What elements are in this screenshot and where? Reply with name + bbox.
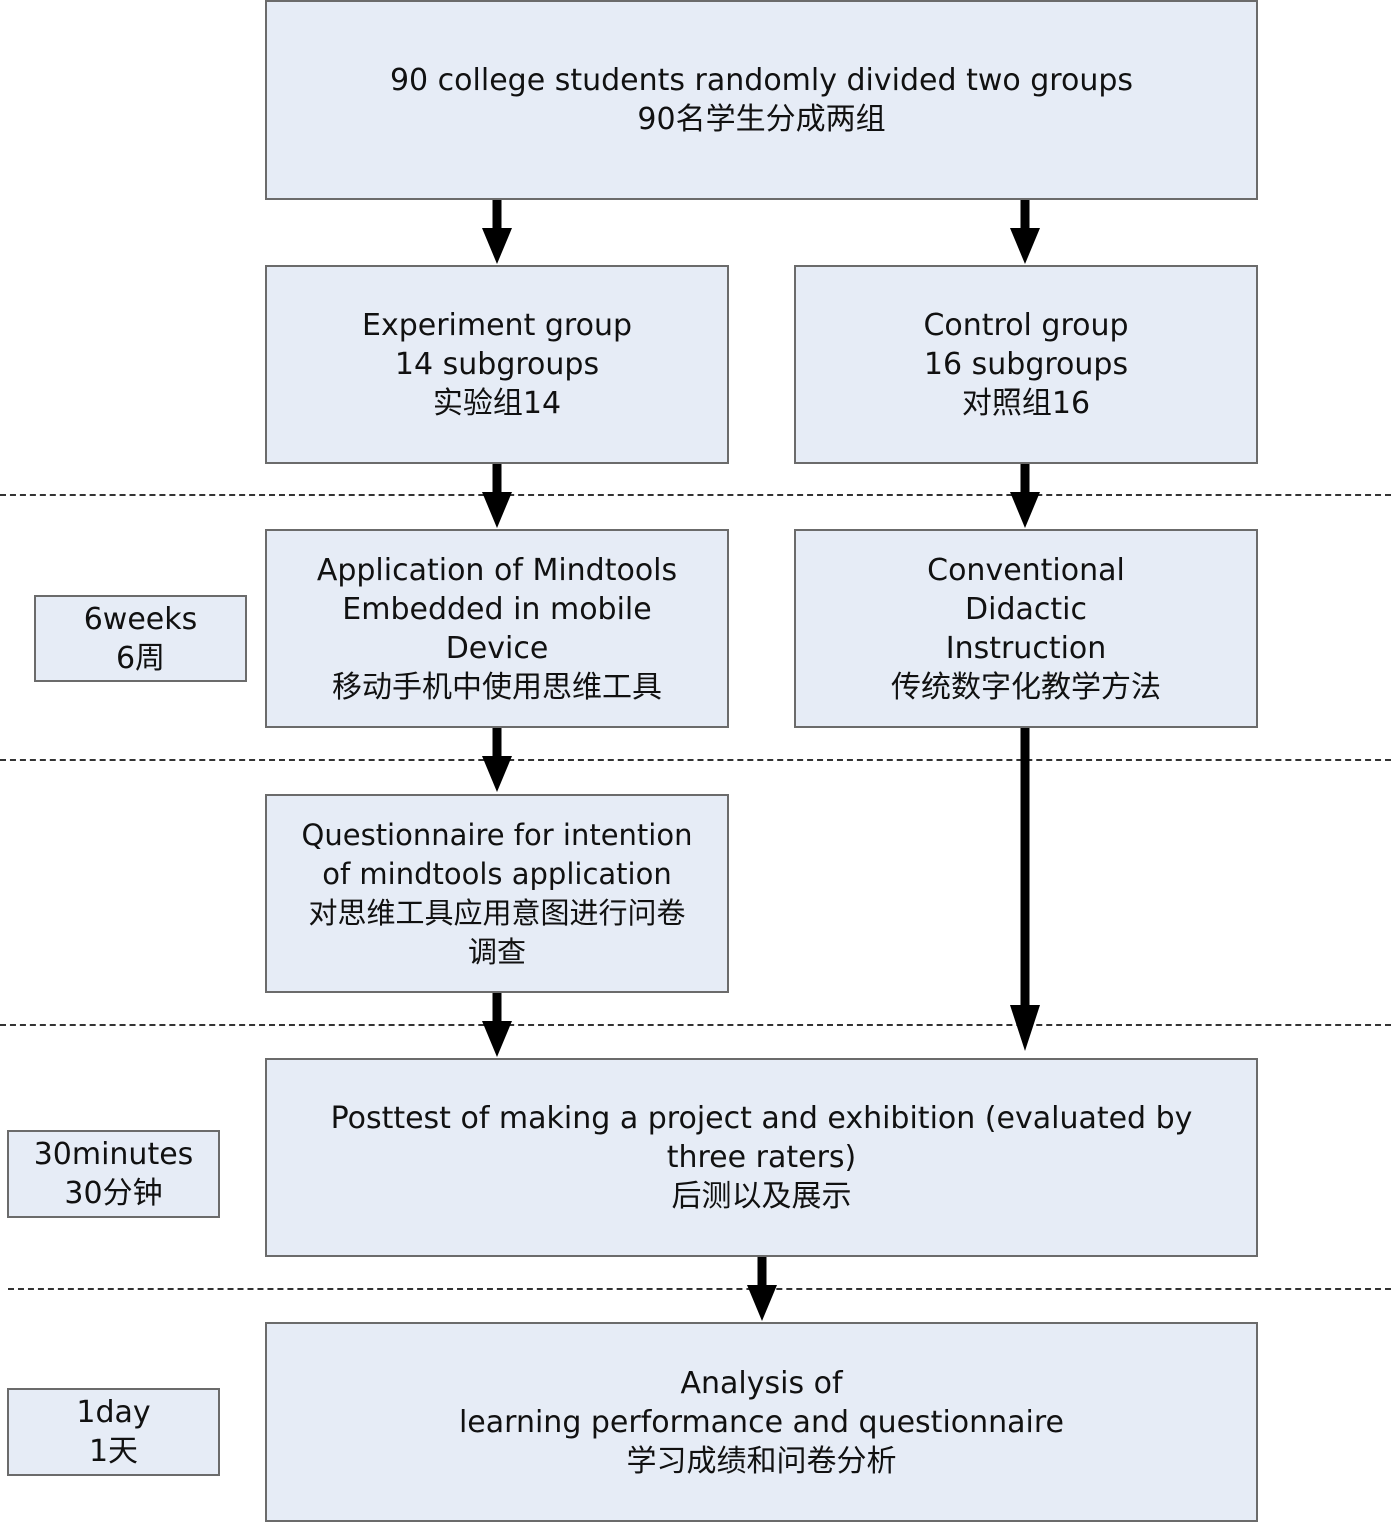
text: Device [445,630,549,666]
box-questionnaire: Questionnaire for intention of mindtools … [265,794,729,993]
text: Analysis of [680,1365,843,1401]
text: Posttest of making a project and exhibit… [330,1101,1193,1136]
text: Didactic [965,591,1087,627]
text: 对思维工具应用意图进行问卷 [308,895,686,930]
text: 90 college students randomly divided two… [389,63,1134,98]
text: 传统数字化教学方法 [891,669,1161,705]
text: 对照组16 [961,386,1091,421]
box-control: Control group 16 subgroups 对照组16 [794,265,1258,464]
phase-divider [0,759,1391,761]
text: 1天 [88,1434,139,1469]
text: 实验组14 [432,386,562,421]
text: 6weeks [83,601,198,637]
text: Questionnaire for intention [301,817,693,852]
text: Control group [923,308,1129,343]
box-experiment: Experiment group 14 subgroups 实验组14 [265,265,729,464]
text: Instruction [945,630,1107,666]
text: 14 subgroups [394,347,600,382]
box-posttest: Posttest of making a project and exhibit… [265,1058,1258,1257]
text: Embedded in mobile [342,591,652,627]
phase-divider [0,494,1391,496]
text: 调查 [467,934,526,969]
text: 1day [76,1395,151,1430]
box-top: 90 college students randomly divided two… [265,0,1258,200]
text: Experiment group [362,308,632,343]
text: Application of Mindtools [316,552,678,588]
text: 学习成绩和问卷分析 [626,1443,897,1479]
text: 30minutes [33,1137,194,1172]
phase-divider [8,1288,1391,1290]
text: 后测以及展示 [671,1179,852,1214]
text: 90名学生分成两组 [637,102,886,137]
duration-1day: 1day 1天 [7,1388,220,1476]
text: 移动手机中使用思维工具 [332,669,662,705]
text: learning performance and questionnaire [458,1404,1065,1440]
text: of mindtools application [322,856,672,891]
text: three raters) [666,1140,857,1175]
text: 30分钟 [64,1176,163,1211]
duration-30minutes: 30minutes 30分钟 [7,1130,220,1218]
text: 6周 [115,640,166,676]
phase-divider [0,1024,1391,1026]
text: 16 subgroups [923,347,1129,382]
text: Conventional [927,552,1125,588]
